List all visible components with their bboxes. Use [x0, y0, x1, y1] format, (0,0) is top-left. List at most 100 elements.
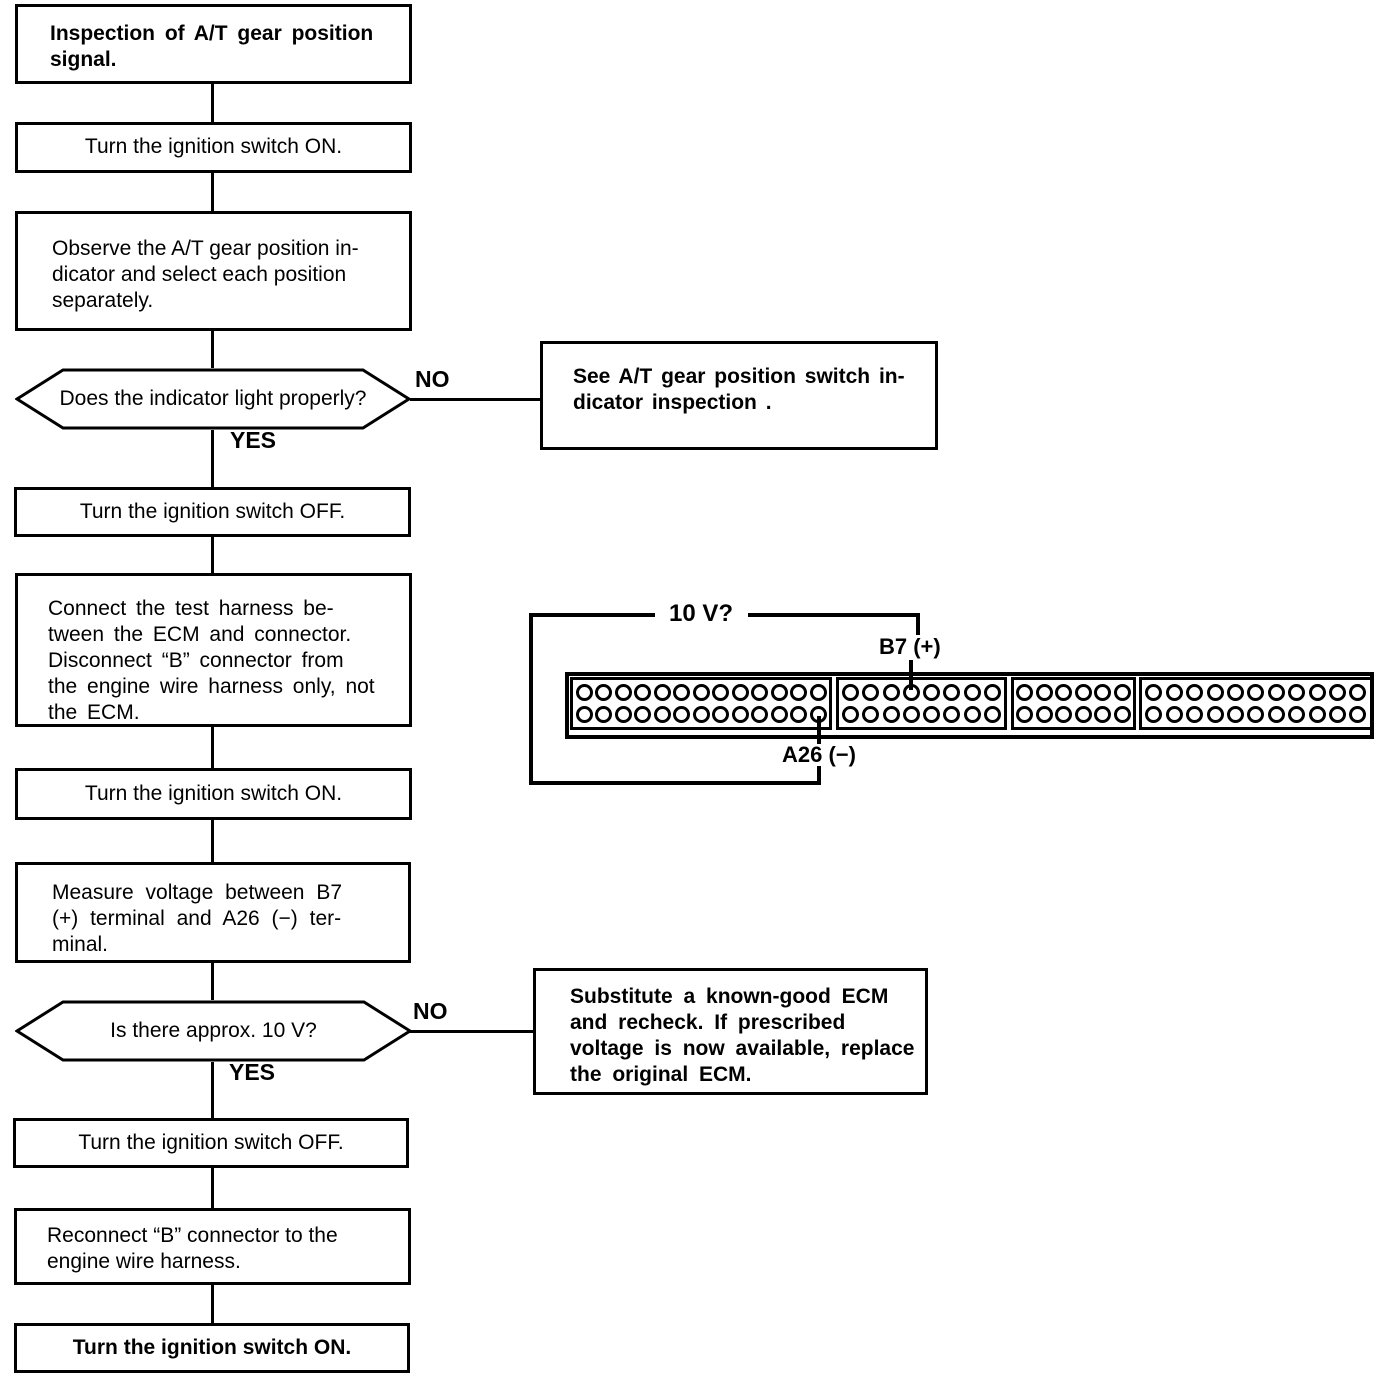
connector-pin	[1055, 684, 1073, 702]
connector-pin	[790, 705, 807, 723]
connector-pin	[770, 705, 788, 723]
connector-pin	[1227, 705, 1245, 723]
flow-box-measure-voltage: Measure voltage between B7 (+) terminal …	[15, 862, 411, 963]
a26-pointer-line	[817, 716, 821, 744]
b7-pointer-line	[909, 660, 913, 690]
flow-line	[211, 963, 214, 1000]
connector-pin	[751, 684, 768, 702]
connector-pin	[1247, 705, 1265, 723]
connector-pin	[882, 684, 900, 702]
connector-pin-row	[839, 684, 1004, 702]
connector-pin	[963, 684, 981, 702]
flow-line	[211, 430, 214, 487]
connector-pin	[943, 684, 961, 702]
connector-pin	[1267, 684, 1285, 702]
voltage-bracket-line	[529, 613, 655, 617]
connector-pin	[575, 705, 593, 723]
flow-box-title: Inspection of A/T gear position signal.	[15, 4, 412, 84]
connector-pin	[1035, 684, 1053, 702]
connector-pin	[842, 705, 860, 723]
connector-pin-row	[1014, 705, 1133, 723]
connector-pin	[1206, 705, 1224, 723]
connector-block-b	[836, 677, 1007, 730]
hexagon-shape	[15, 368, 411, 430]
connector-pin	[1267, 705, 1285, 723]
flow-box-reconnect-b-connector: Reconnect “B” connector to the engine wi…	[14, 1208, 411, 1285]
connector-pin	[923, 705, 941, 723]
connector-pin	[1165, 684, 1183, 702]
flow-box-ignition-on-3: Turn the ignition switch ON.	[14, 1323, 410, 1373]
connector-pin	[1165, 705, 1183, 723]
flow-decision-approx-10v: Is there approx. 10 V?	[15, 1000, 412, 1062]
connector-pin	[1035, 705, 1053, 723]
flow-line-no-branch-1	[410, 398, 540, 401]
flow-line	[211, 1062, 214, 1118]
label-a26-negative-terminal: A26 (−)	[782, 742, 856, 767]
flow-line	[211, 727, 214, 768]
connector-pin	[963, 705, 981, 723]
connector-pin	[712, 684, 729, 702]
voltage-bracket-line	[817, 766, 821, 785]
flow-box-connect-test-harness: Connect the test harness be- tween the E…	[15, 573, 412, 727]
voltage-bracket-line	[916, 613, 920, 635]
connector-pin	[1094, 705, 1112, 723]
flow-decision-indicator-light: Does the indicator light properly?	[15, 368, 411, 430]
flow-line	[211, 1285, 214, 1323]
connector-pin	[614, 684, 632, 702]
connector-pin	[862, 705, 880, 723]
voltage-bracket-line	[529, 781, 821, 785]
label-no-1: NO	[415, 366, 450, 392]
connector-pin	[1308, 705, 1326, 723]
connector-pin-row	[1014, 684, 1133, 702]
connector-pin	[1145, 684, 1163, 702]
flow-line-no-branch-2	[409, 1030, 535, 1033]
connector-pin	[595, 705, 612, 723]
connector-pin	[692, 684, 710, 702]
connector-pin	[692, 705, 710, 723]
connector-pin	[882, 705, 900, 723]
flow-line	[211, 84, 214, 122]
connector-pin	[770, 684, 788, 702]
flow-line	[211, 820, 214, 862]
connector-pin	[842, 684, 860, 702]
connector-pin	[1016, 684, 1034, 702]
connector-pin	[575, 684, 593, 702]
connector-pin	[943, 705, 961, 723]
connector-pin	[1349, 705, 1367, 723]
connector-pin	[1247, 684, 1265, 702]
connector-pin	[731, 684, 749, 702]
connector-pin	[862, 684, 880, 702]
connector-pin	[1227, 684, 1245, 702]
connector-pin-row	[839, 705, 1004, 723]
flow-line	[211, 173, 214, 211]
hexagon-shape	[15, 1000, 412, 1062]
connector-pin-row	[1142, 705, 1370, 723]
connector-pin	[595, 684, 612, 702]
connector-pin	[1186, 684, 1204, 702]
connector-pin	[1288, 684, 1306, 702]
flow-box-ignition-off-2: Turn the ignition switch OFF.	[13, 1118, 409, 1168]
connector-pin	[790, 684, 807, 702]
connector-block-a	[570, 677, 832, 730]
connector-pin	[1094, 684, 1112, 702]
connector-pin	[1329, 684, 1347, 702]
connector-pin	[653, 684, 671, 702]
connector-pin	[1113, 705, 1131, 723]
connector-pin-row	[1142, 684, 1370, 702]
connector-pin	[1206, 684, 1224, 702]
connector-pin	[653, 705, 671, 723]
connector-pin	[1186, 705, 1204, 723]
flow-box-substitute-ecm: Substitute a known-good ECM and recheck.…	[533, 968, 928, 1095]
connector-pin	[731, 705, 749, 723]
connector-pin	[1074, 684, 1092, 702]
connector-pin	[1055, 705, 1073, 723]
flow-box-ignition-on-2: Turn the ignition switch ON.	[15, 768, 412, 820]
connector-block-c	[1011, 677, 1136, 730]
flow-box-observe-indicator: Observe the A/T gear position in- dicato…	[15, 211, 412, 331]
decision-text: Does the indicator light properly?	[59, 387, 367, 410]
flow-line	[211, 331, 214, 368]
connector-pin	[1329, 705, 1347, 723]
connector-pin	[614, 705, 632, 723]
flow-box-ignition-off-1: Turn the ignition switch OFF.	[14, 487, 411, 537]
